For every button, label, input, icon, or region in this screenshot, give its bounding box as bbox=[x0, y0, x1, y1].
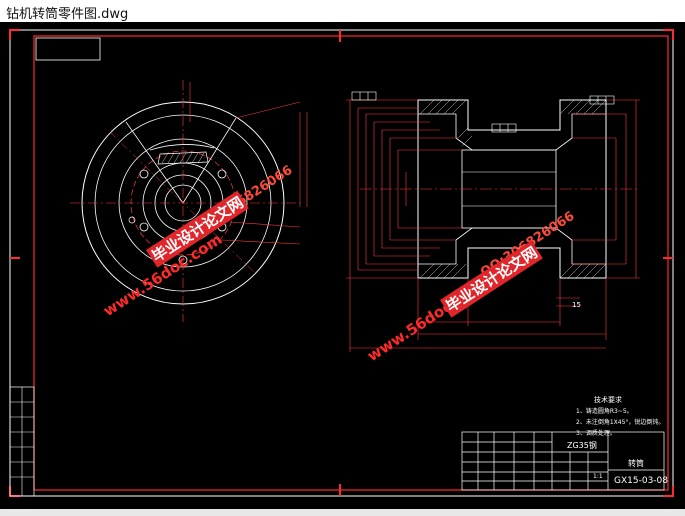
cad-canvas[interactable]: 技术要求 1、铸造圆角R3~5。 2、未注倒角1X45°，锐边倒钝。 3、调质处… bbox=[0, 22, 685, 509]
section-view bbox=[346, 91, 640, 352]
part-name: 转筒 bbox=[628, 459, 644, 468]
tech-requirement-1: 1、铸造圆角R3~5。 bbox=[576, 408, 633, 415]
tech-requirement-3: 3、调质处理。 bbox=[576, 430, 616, 437]
material-label: ZG35钢 bbox=[567, 441, 597, 450]
outer-frame bbox=[9, 29, 674, 497]
tech-requirement-2: 2、未注倒角1X45°，锐边倒钝。 bbox=[576, 419, 665, 426]
inner-frame bbox=[33, 35, 669, 491]
window-title: 钻机转筒零件图.dwg bbox=[6, 7, 129, 22]
title-bar: 钻机转筒零件图.dwg bbox=[0, 0, 685, 22]
end-view bbox=[70, 80, 308, 322]
corner-box bbox=[35, 37, 101, 61]
scale-label: 1:1 bbox=[593, 473, 603, 480]
cad-drawing bbox=[9, 29, 674, 497]
status-strip bbox=[0, 509, 685, 516]
technical-requirements: 技术要求 1、铸造圆角R3~5。 2、未注倒角1X45°，锐边倒钝。 3、调质处… bbox=[576, 395, 664, 439]
tech-requirements-title: 技术要求 bbox=[594, 396, 622, 404]
drawing-number: GX15-03-08 bbox=[614, 476, 668, 486]
dimension-15: 15 bbox=[572, 301, 581, 309]
title-block bbox=[461, 431, 665, 491]
